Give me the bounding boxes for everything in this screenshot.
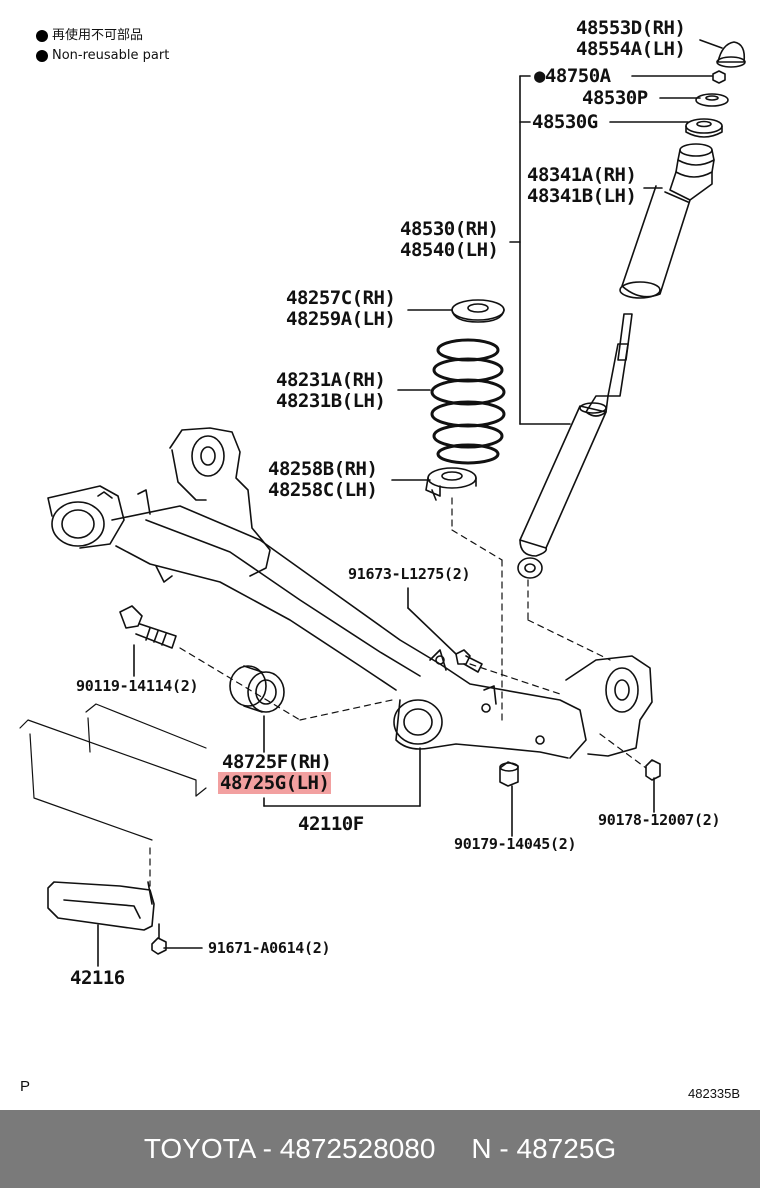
label-48530p: 48530P bbox=[582, 87, 648, 109]
label-91671: 91671-A0614(2) bbox=[208, 939, 331, 957]
legend-jp: 再使用不可部品 bbox=[52, 28, 144, 43]
label-48530g: 48530G bbox=[532, 111, 598, 133]
footer-part-code: N - 48725G bbox=[471, 1133, 617, 1164]
footer-bar: TOYOTA - 4872528080 N - 48725G bbox=[0, 1110, 760, 1188]
label-42110f: 42110F bbox=[298, 813, 364, 835]
coil-spring-part bbox=[430, 338, 506, 465]
label-48530: 48530(RH) bbox=[400, 218, 499, 240]
label-90119: 90119-14114(2) bbox=[76, 677, 199, 695]
label-48257c: 48257C(RH) bbox=[286, 287, 396, 309]
label-42116: 42116 bbox=[70, 967, 125, 989]
bolt-part bbox=[119, 605, 177, 649]
highlighted-part: 48725G(LH) bbox=[218, 772, 332, 794]
shock-absorber-part bbox=[517, 313, 633, 579]
label-48554a: 48554A(LH) bbox=[576, 38, 686, 60]
washer-part bbox=[695, 93, 729, 107]
small-screw-part bbox=[151, 923, 167, 955]
dust-cap-part bbox=[716, 41, 746, 68]
diagram-id: 482335B bbox=[688, 1086, 741, 1101]
label-48258c: 48258C(LH) bbox=[268, 479, 378, 501]
lower-insulator-part bbox=[425, 467, 477, 501]
label-91673: 91673-L1275(2) bbox=[348, 565, 471, 583]
parts-diagram bbox=[19, 39, 746, 967]
label-48341b: 48341B(LH) bbox=[527, 185, 637, 207]
label-48540: 48540(LH) bbox=[400, 239, 499, 261]
legend-en: Non-reusable part bbox=[52, 48, 170, 63]
label-48553d: 48553D(RH) bbox=[576, 17, 686, 39]
non-reusable-bullet-icon: ● bbox=[534, 65, 545, 87]
label-48259a: 48259A(LH) bbox=[286, 308, 396, 330]
corner-left: P bbox=[20, 1078, 31, 1095]
nut-part bbox=[712, 70, 726, 84]
label-48341a: 48341A(RH) bbox=[527, 164, 637, 186]
label-48750a: ●48750A bbox=[534, 65, 611, 87]
nut-90179-part bbox=[499, 761, 519, 787]
nut-90178-part bbox=[645, 759, 661, 781]
bullet-icon bbox=[36, 30, 48, 42]
bushing-part bbox=[229, 665, 285, 713]
label-48231b: 48231B(LH) bbox=[276, 390, 386, 412]
label-90179: 90179-14045(2) bbox=[454, 835, 577, 853]
upper-spring-seat-part bbox=[451, 299, 505, 323]
dashed-guides bbox=[149, 497, 647, 887]
small-bolt-part bbox=[455, 649, 483, 673]
label-90178: 90178-12007(2) bbox=[598, 811, 721, 829]
cover-sheet-part bbox=[19, 703, 207, 841]
bump-stopper-part bbox=[619, 143, 715, 299]
axle-beam-part bbox=[47, 427, 653, 759]
label-48258b: 48258B(RH) bbox=[268, 458, 378, 480]
bullet-icon bbox=[36, 50, 48, 62]
label-48725g: 48725G(LH) bbox=[218, 772, 332, 794]
cushion-part bbox=[685, 118, 723, 138]
label-48725f: 48725F(RH) bbox=[222, 751, 332, 773]
label-48231a: 48231A(RH) bbox=[276, 369, 386, 391]
leader-lines bbox=[97, 39, 723, 967]
protector-part bbox=[47, 881, 155, 931]
footer-part-number: TOYOTA - 4872528080 bbox=[143, 1133, 436, 1164]
legend: 再使用不可部品 Non-reusable part bbox=[36, 26, 169, 66]
